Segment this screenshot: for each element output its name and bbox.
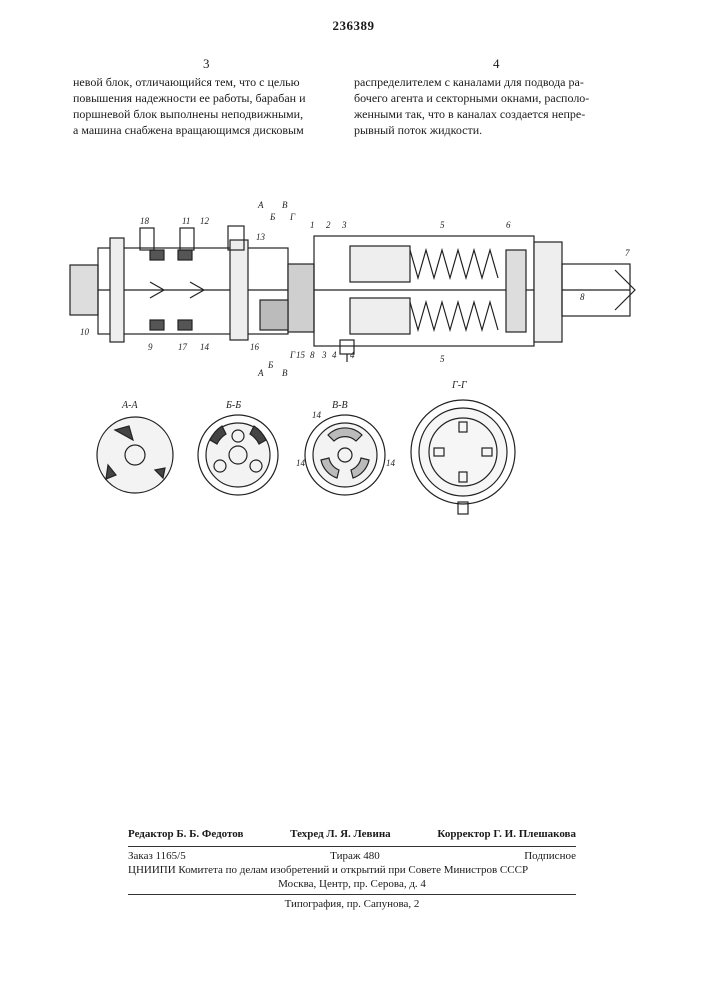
subscription: Подписное — [524, 850, 576, 862]
part-label: 18 — [140, 216, 150, 226]
section-mark: А — [257, 368, 264, 378]
section-title: Б-Б — [225, 400, 241, 411]
part-label: 14 — [296, 458, 306, 468]
editor-credit: Редактор Б. Б. Федотов — [128, 828, 243, 840]
text-line: повышения надежности ее работы, барабан … — [73, 90, 335, 106]
text-line: поршневой блок выполнены неподвижными, — [73, 106, 335, 122]
divider — [128, 846, 576, 847]
part-label: 15 — [296, 350, 306, 360]
section-mark: Б — [269, 212, 276, 222]
section-title: Г-Г — [451, 380, 467, 391]
section-mark: Г — [289, 212, 296, 222]
longitudinal-section — [70, 226, 635, 362]
part-label: 12 — [200, 216, 210, 226]
footer-order: Заказ 1165/5 Тираж 480 Подписное — [128, 850, 576, 862]
part-label: 1 — [310, 220, 315, 230]
part-label: 8 — [580, 292, 585, 302]
cross-sections — [97, 400, 515, 514]
part-label: 16 — [250, 342, 260, 352]
part-label: 6 — [506, 220, 511, 230]
column-number-right: 4 — [493, 56, 500, 72]
part-label: 11 — [182, 216, 190, 226]
techred-credit: Техред Л. Я. Левина — [290, 828, 391, 840]
text-column-left: невой блок, отличающийся тем, что с цель… — [73, 74, 335, 138]
order-number: Заказ 1165/5 — [128, 850, 186, 862]
section-title: В-В — [332, 400, 348, 411]
divider — [128, 894, 576, 895]
printing-house: Типография, пр. Сапунова, 2 — [128, 898, 576, 910]
footer-credits: Редактор Б. Б. Федотов Техред Л. Я. Леви… — [128, 828, 576, 840]
part-label: 9 — [148, 342, 153, 352]
part-label: 2 — [326, 220, 331, 230]
section-mark: В — [282, 200, 288, 210]
address: Москва, Центр, пр. Серова, д. 4 — [128, 878, 576, 890]
text-column-right: распределителем с каналами для подвода р… — [354, 74, 614, 138]
part-label: 3 — [341, 220, 347, 230]
part-label: 7 — [625, 248, 630, 258]
part-label: 17 — [178, 342, 188, 352]
part-label: 4 — [350, 350, 355, 360]
text-line: женными так, что в каналах создается неп… — [354, 106, 614, 122]
section-mark: Г — [289, 350, 296, 360]
part-label: 14 — [312, 410, 322, 420]
text-line: а машина снабжена вращающимся дисковым — [73, 122, 335, 138]
part-label: 8 — [310, 350, 315, 360]
text-line: рывный поток жидкости. — [354, 122, 614, 138]
part-label: 5 — [440, 220, 445, 230]
column-number-left: 3 — [203, 56, 210, 72]
section-title: А-А — [121, 400, 138, 411]
part-label: 5 — [440, 354, 445, 364]
text-line: бочего агента и секторными окнами, распо… — [354, 90, 614, 106]
part-label: 4 — [332, 350, 337, 360]
corrector-credit: Корректор Г. И. Плешакова — [437, 828, 576, 840]
institute: ЦНИИПИ Комитета по делам изобретений и о… — [128, 864, 576, 876]
part-label: 3 — [321, 350, 327, 360]
text-line: распределителем с каналами для подвода р… — [354, 74, 614, 90]
part-label: 10 — [80, 327, 90, 337]
section-mark: Б — [267, 360, 274, 370]
part-label: 14 — [200, 342, 210, 352]
circulation: Тираж 480 — [330, 850, 380, 862]
section-mark: А — [257, 200, 264, 210]
part-label: 13 — [256, 232, 266, 242]
text-line: невой блок, отличающийся тем, что с цель… — [73, 74, 335, 90]
machine-drawing: 18 11 12 13 1 2 3 6 5 8 7 10 9 17 14 16 … — [60, 190, 660, 520]
patent-number: 236389 — [0, 18, 707, 34]
section-mark: В — [282, 368, 288, 378]
part-label: 14 — [386, 458, 396, 468]
